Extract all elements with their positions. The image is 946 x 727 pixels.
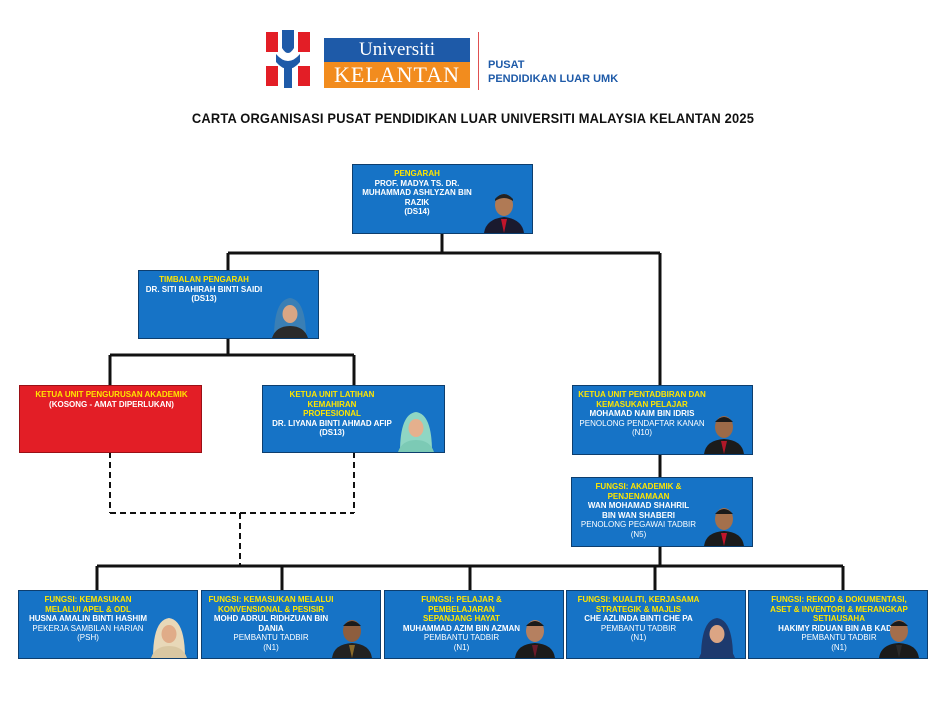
person-name: MOHD ADRUL RIDHZUAN BIN DANIA <box>213 614 329 633</box>
grade-label: (DS13) <box>191 294 217 303</box>
role-label: FUNGSI: AKADEMIK & <box>595 482 682 491</box>
university-name-line2: KELANTAN <box>324 62 470 88</box>
grade-label: (N1) <box>263 642 279 652</box>
center-name-line2: PENDIDIKAN LUAR UMK <box>488 73 619 85</box>
post-label: PENOLONG PENDAFTAR KANAN <box>579 418 705 428</box>
node-fungsi-kemasukan-apel-odl: FUNGSI: KEMASUKAN MELALUI APEL & ODL HUS… <box>18 590 198 659</box>
university-name-line1: Universiti Malaysia <box>324 38 470 84</box>
node-unit-pengurusan-akademik: KETUA UNIT PENGURUSAN AKADEMIK (KOSONG -… <box>19 385 202 453</box>
person-name: MUHAMMAD ASHLYZAN BIN RAZIK <box>362 188 472 207</box>
role-label: ASET & INVENTORI & MERANGKAP <box>770 604 908 614</box>
role-label: MELALUI APEL & ODL <box>45 604 131 614</box>
node-timbalan-pengarah: TIMBALAN PENGARAH DR. SITI BAHIRAH BINTI… <box>138 270 319 339</box>
center-name: PUSAT PENDIDIKAN LUAR UMK <box>488 58 618 86</box>
person-name: HUSNA AMALIN BINTI HASHIM <box>28 614 148 623</box>
post-label: PEKERJA SAMBILAN HARIAN <box>32 623 144 633</box>
grade-label: (N1) <box>630 633 647 642</box>
role-label: KEMASUKAN PELAJAR <box>596 399 688 409</box>
role-label: FUNGSI: KEMASUKAN MELALUI <box>208 595 334 604</box>
grade-label: (N5) <box>630 529 647 539</box>
role-label: SEPANJANG HAYAT <box>423 614 500 623</box>
logo-divider <box>478 32 479 90</box>
role-label: KONVENSIONAL & PESISIR <box>217 604 325 614</box>
grade-label: (PSH) <box>77 633 99 642</box>
portrait-photo-icon <box>879 620 919 658</box>
post-label: PEMBANTU TADBIR <box>801 633 877 642</box>
node-unit-latihan-kemahiran: KETUA UNIT LATIHAN KEMAHIRAN PROFESIONAL… <box>262 385 445 453</box>
person-name: DR. SITI BAHIRAH BINTI SAIDI <box>145 284 263 294</box>
role-label: FUNGSI: REKOD & DOKUMENTASI, <box>771 595 907 604</box>
role-label: KETUA UNIT LATIHAN KEMAHIRAN <box>289 390 375 409</box>
portrait-photo-icon <box>699 618 735 658</box>
portrait-photo-icon <box>151 618 187 658</box>
post-label: PEMBANTU TADBIR <box>233 633 309 642</box>
portrait-photo-icon <box>704 508 744 546</box>
node-fungsi-kualiti-kerjasama: FUNGSI: KUALITI, KERJASAMA STRATEGIK & M… <box>566 590 746 659</box>
role-label: PENGARAH <box>394 169 440 178</box>
role-label: FUNGSI: KEMASUKAN <box>44 595 132 604</box>
portrait-photo-icon <box>332 620 372 658</box>
role-label: PROFESIONAL <box>303 409 361 418</box>
person-name: WAN MOHAMAD SHAHRIL <box>587 501 690 510</box>
portrait-photo-icon <box>704 416 744 454</box>
person-name: DR. LIYANA BINTI AHMAD AFIP <box>272 418 392 428</box>
post-label: PEMBANTU TADBIR <box>600 623 677 633</box>
node-fungsi-rekod-dokumentasi: FUNGSI: REKOD & DOKUMENTASI, ASET & INVE… <box>748 590 928 659</box>
page-title: CARTA ORGANISASI PUSAT PENDIDIKAN LUAR U… <box>191 110 755 126</box>
node-unit-pentadbiran: KETUA UNIT PENTADBIRAN DAN KEMASUKAN PEL… <box>572 385 753 455</box>
grade-label: (N10) <box>631 428 652 437</box>
portrait-photo-icon <box>515 620 555 658</box>
role-label: FUNGSI: PELAJAR & PEMBELAJARAN <box>421 595 502 614</box>
grade-label: (N1) <box>831 642 847 652</box>
person-name: PROF. MADYA TS. DR. <box>374 178 460 188</box>
post-label: PEMBANTU TADBIR <box>423 633 500 642</box>
role-label: TIMBALAN PENGARAH <box>159 275 249 284</box>
node-fungsi-pelajar-pembelajaran: FUNGSI: PELAJAR & PEMBELAJARAN SEPANJANG… <box>384 590 564 659</box>
portrait-photo-icon <box>398 412 434 452</box>
role-label: FUNGSI: KUALITI, KERJASAMA <box>577 595 700 604</box>
vacancy-label: (KOSONG - AMAT DIPERLUKAN) <box>49 399 174 409</box>
role-label: KETUA UNIT PENGURUSAN AKADEMIK <box>35 390 188 399</box>
role-label: STRATEGIK & MAJLIS <box>595 604 682 614</box>
person-name: BIN WAN SHABERI <box>602 510 675 520</box>
post-label: PENOLONG PEGAWAI TADBIR <box>580 520 697 529</box>
person-name: MUHAMMAD AZIM BIN AZMAN <box>402 623 521 633</box>
node-pengarah: PENGARAH PROF. MADYA TS. DR. MUHAMMAD AS… <box>352 164 533 234</box>
center-name-line1: PUSAT <box>488 59 525 71</box>
node-fungsi-kemasukan-konvensional: FUNGSI: KEMASUKAN MELALUI KONVENSIONAL &… <box>201 590 381 659</box>
node-fungsi-akademik-penjenamaan: FUNGSI: AKADEMIK & PENJENAMAAN WAN MOHAM… <box>571 477 753 547</box>
portrait-photo-icon <box>272 298 308 338</box>
grade-label: (N1) <box>453 642 470 652</box>
person-name: MOHAMAD NAIM BIN IDRIS <box>589 409 695 418</box>
grade-label: (DS14) <box>404 207 430 216</box>
role-label: KETUA UNIT PENTADBIRAN DAN <box>578 390 706 399</box>
role-label: PENJENAMAAN <box>607 491 670 501</box>
umk-logo-mark <box>266 30 310 88</box>
grade-label: (DS13) <box>319 428 345 437</box>
person-name: CHE AZLINDA BINTI CHE PA <box>584 614 693 623</box>
portrait-photo-icon <box>484 194 524 233</box>
person-name: HAKIMY RIDUAN BIN AB KADIR <box>778 623 900 633</box>
role-label: SETIAUSAHA <box>812 614 865 623</box>
